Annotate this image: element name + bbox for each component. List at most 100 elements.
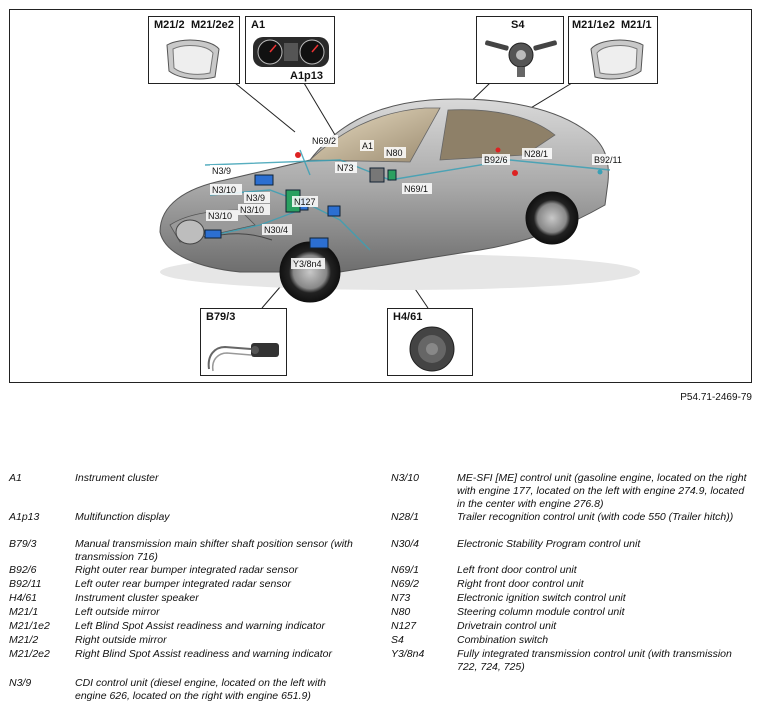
legend-row: N69/2 Right front door control unit: [391, 578, 747, 591]
label-n28-1: N28/1: [524, 149, 548, 159]
legend-row: N127 Drivetrain control unit: [391, 620, 747, 633]
legend-description: Right outer rear bumper integrated radar…: [75, 564, 298, 576]
legend-row: N3/10 ME-SFI [ME] control unit (gasoline …: [391, 472, 747, 511]
legend-row: N69/1 Left front door control unit: [391, 564, 747, 577]
car-illustration: [159, 98, 640, 303]
legend-right: N3/10 ME-SFI [ME] control unit (gasoline …: [391, 472, 755, 682]
legend-row: B92/6 Right outer rear bumper integrated …: [9, 564, 355, 577]
callout-label-s4: S4: [511, 19, 525, 31]
legend-description: Manual transmission main shifter shaft p…: [75, 538, 353, 563]
legend-code: N30/4: [391, 538, 420, 550]
legend-code: N69/1: [391, 564, 420, 576]
legend-description: Left front door control unit: [457, 564, 577, 576]
label-n73: N73: [337, 163, 354, 173]
callout-label-m21-2e2: M21/2e2: [191, 19, 234, 31]
legend-description: Right outside mirror: [75, 634, 167, 646]
legend-code: Y3/8n4: [391, 648, 425, 660]
label-y3-8n4: Y3/8n4: [293, 259, 322, 269]
legend-row: B79/3 Manual transmission main shifter sh…: [9, 538, 355, 564]
label-a1: A1: [362, 141, 373, 151]
label-n3-10-c: N3/10: [208, 211, 232, 221]
legend-description: Instrument cluster: [75, 472, 159, 484]
mirror-icon: [166, 39, 220, 80]
legend-row: N80 Steering column module control unit: [391, 606, 747, 619]
legend-row: A1 Instrument cluster: [9, 472, 355, 485]
legend-description: Electronic Stability Program control uni…: [457, 538, 641, 550]
legend-code: N3/9: [9, 677, 32, 689]
legend-code: B92/11: [9, 578, 42, 590]
legend-description: Left outer rear bumper integrated radar …: [75, 578, 291, 590]
instrument-cluster-icon: [253, 37, 329, 67]
car-diagram: N69/2 A1 N80 N73 N3/9 N3/10 N69/1 B92/6 …: [159, 82, 640, 309]
legend-description: Left Blind Spot Assist readiness and war…: [75, 620, 326, 632]
label-n3-10-b: N3/10: [240, 205, 264, 215]
legend-code: B79/3: [9, 538, 37, 550]
legend-code: M21/1: [9, 606, 39, 618]
legend-row: N28/1 Trailer recognition control unit (w…: [391, 511, 747, 524]
legend-row: N3/9 CDI control unit (diesel engine, loc…: [9, 677, 355, 703]
figure-id: P54.71-2469-79: [680, 392, 752, 403]
legend-code: N127: [391, 620, 417, 632]
legend-code: B92/6: [9, 564, 37, 576]
legend-code: A1: [9, 472, 22, 484]
label-n3-9-b: N3/9: [246, 193, 265, 203]
label-b92-6: B92/6: [484, 155, 508, 165]
legend-code: M21/2: [9, 634, 39, 646]
combination-switch-icon: [485, 40, 557, 77]
label-n69-1: N69/1: [404, 184, 428, 194]
diagram-frame: N69/2 A1 N80 N73 N3/9 N3/10 N69/1 B92/6 …: [9, 9, 752, 383]
callout-label-m21-1: M21/1: [621, 19, 652, 31]
label-n3-9-a: N3/9: [212, 166, 231, 176]
legend-description: Electronic ignition switch control unit: [457, 592, 626, 604]
legend-code: N3/10: [391, 472, 420, 484]
legend-description: Multifunction display: [75, 511, 170, 523]
legend-row: N73 Electronic ignition switch control un…: [391, 592, 747, 605]
legend-description: Steering column module control unit: [457, 606, 625, 618]
components: [204, 147, 603, 249]
legend-code: S4: [391, 634, 404, 646]
legend-description: Right front door control unit: [457, 578, 584, 590]
car-labels: N69/2 A1 N80 N73 N3/9 N3/10 N69/1 B92/6 …: [206, 135, 626, 269]
legend-row: M21/1e2 Left Blind Spot Assist readiness …: [9, 620, 355, 633]
legend-row: H4/61 Instrument cluster speaker: [9, 592, 355, 605]
legend-row: B92/11 Left outer rear bumper integrated …: [9, 578, 355, 591]
legend-code: N73: [391, 592, 411, 604]
legend-description: Trailer recognition control unit (with c…: [457, 511, 734, 523]
label-n80: N80: [386, 148, 403, 158]
legend-code: M21/1e2: [9, 620, 50, 632]
legend-row: N30/4 Electronic Stability Program contro…: [391, 538, 747, 551]
legend-description: Right Blind Spot Assist readiness and wa…: [75, 648, 332, 660]
legend-description: CDI control unit (diesel engine, located…: [75, 677, 326, 702]
callout-left-mirror: M21/1e2 M21/1: [568, 16, 658, 84]
legend-code: N80: [391, 606, 411, 618]
legend-description: Drivetrain control unit: [457, 620, 557, 632]
mirror-icon: [590, 39, 644, 80]
callout-label-a1: A1: [251, 19, 266, 31]
callout-shifter-sensor: B79/3: [200, 308, 287, 376]
callout-combination-switch: S4: [476, 16, 564, 84]
legend-code: H4/61: [9, 592, 38, 604]
label-n127: N127: [294, 197, 316, 207]
legend-code: A1p13: [9, 511, 40, 523]
legend-code: N69/2: [391, 578, 420, 590]
legend-description: Fully integrated transmission control un…: [457, 648, 732, 673]
legend-code: N28/1: [391, 511, 420, 523]
legend-description: Instrument cluster speaker: [75, 592, 199, 604]
label-b92-11: B92/11: [594, 155, 622, 165]
label-n3-10-a: N3/10: [212, 185, 236, 195]
legend-row: M21/2 Right outside mirror: [9, 634, 355, 647]
legend-row: Y3/8n4 Fully integrated transmission cont…: [391, 648, 747, 674]
callout-label-m21-2: M21/2: [154, 19, 185, 31]
legend-description: ME-SFI [ME] control unit (gasoline engin…: [457, 472, 747, 510]
callout-right-mirror: M21/2 M21/2e2: [148, 16, 240, 84]
callout-label-m21-1e2: M21/1e2: [572, 19, 615, 31]
callout-label-b79-3: B79/3: [206, 311, 236, 323]
callout-instrument-cluster: A1 A1p13: [245, 16, 335, 84]
callout-label-h4-61: H4/61: [393, 311, 423, 323]
legend-description: Left outside mirror: [75, 606, 160, 618]
speaker-icon: [409, 326, 455, 372]
label-n30-4: N30/4: [264, 225, 288, 235]
callout-label-a1p13: A1p13: [290, 70, 324, 82]
